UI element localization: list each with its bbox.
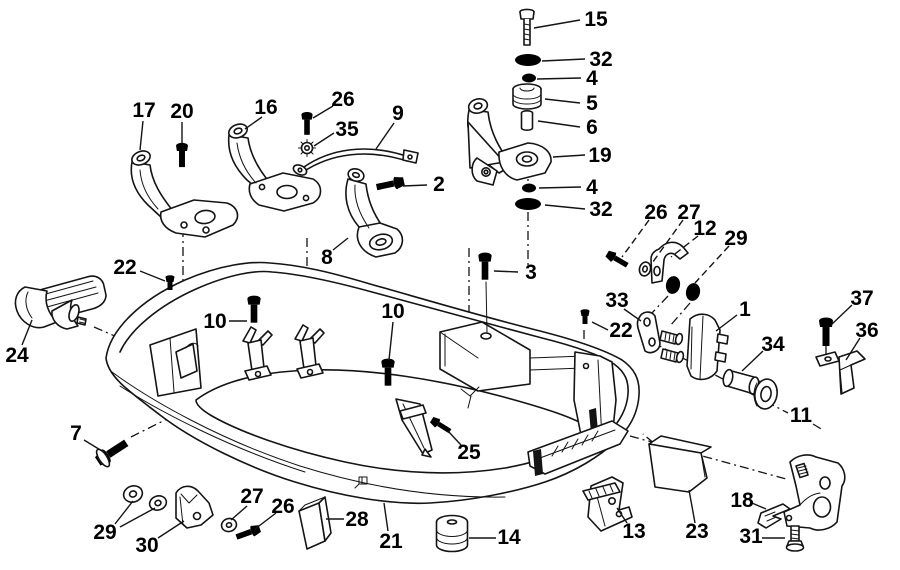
part-label-4: 4 <box>586 67 598 90</box>
part-nut-4-upper <box>522 73 536 83</box>
part-label-13: 13 <box>622 520 645 543</box>
part-label-4: 4 <box>586 176 598 199</box>
part-label-14: 14 <box>497 526 521 549</box>
part-bracket-36 <box>838 350 866 395</box>
part-grommet-11 <box>753 378 778 410</box>
part-label-12: 12 <box>693 217 716 240</box>
part-bracket-8 <box>345 167 404 258</box>
part-label-15: 15 <box>584 8 608 31</box>
part-bolt-2 <box>375 175 406 194</box>
part-label-10: 10 <box>381 300 404 323</box>
part-pad-28 <box>298 496 332 550</box>
part-bracket-16 <box>227 123 322 212</box>
part-screw-31 <box>785 525 805 552</box>
part-clamp-12 <box>650 241 689 284</box>
part-wedge-23 <box>648 435 712 493</box>
part-label-26: 26 <box>644 201 667 224</box>
part-label-6: 6 <box>586 116 598 139</box>
part-label-30: 30 <box>135 534 158 557</box>
part-label-34: 34 <box>761 333 785 356</box>
part-label-22: 22 <box>113 256 136 279</box>
part-nut-4-lower <box>522 183 536 193</box>
part-label-37: 37 <box>850 287 873 310</box>
part-label-33: 33 <box>605 289 628 312</box>
part-grommets-29-right <box>664 274 702 303</box>
part-label-16: 16 <box>254 96 277 119</box>
part-label-28: 28 <box>345 508 369 531</box>
part-label-27: 27 <box>677 201 700 224</box>
part-label-1: 1 <box>739 298 751 321</box>
part-spacer-6 <box>520 110 534 131</box>
part-grommet-14 <box>435 514 469 553</box>
part-label-36: 36 <box>855 319 878 342</box>
part-label-3: 3 <box>525 261 537 284</box>
part-bracket-17 <box>130 150 239 238</box>
part-clamp-bracket-right <box>783 454 846 531</box>
part-washers-29-bottom <box>122 485 168 511</box>
part-label-5: 5 <box>586 92 598 115</box>
part-label-26: 26 <box>271 495 294 518</box>
leader-lines <box>21 19 861 539</box>
dashed-leader-lines <box>621 219 730 284</box>
part-label-20: 20 <box>170 100 193 123</box>
part-bolt-26-top <box>301 112 313 135</box>
part-washer-27-right <box>638 261 652 277</box>
part-label-2: 2 <box>433 173 445 196</box>
part-bolt-20 <box>176 142 188 168</box>
part-bracket-19 <box>467 98 552 186</box>
part-label-32: 32 <box>589 198 612 221</box>
lower-cover-tray <box>105 261 640 505</box>
part-label-24: 24 <box>5 344 29 367</box>
part-label-11: 11 <box>790 404 813 427</box>
part-bushing-34 <box>722 368 769 395</box>
part-label-21: 21 <box>379 530 403 553</box>
part-label-27: 27 <box>240 485 263 508</box>
part-label-19: 19 <box>588 144 611 167</box>
part-mount-5 <box>512 83 542 110</box>
part-washer-27-bottom <box>220 517 238 533</box>
part-label-29: 29 <box>93 521 116 544</box>
part-label-23: 23 <box>685 520 708 543</box>
part-label-29: 29 <box>724 227 747 250</box>
part-bolt-26-bottom <box>234 523 262 543</box>
part-ground-strap-9 <box>292 148 419 176</box>
part-bracket-30 <box>175 485 214 529</box>
part-rubber-mount-24 <box>14 275 107 330</box>
part-bolt-7 <box>93 436 131 468</box>
part-bolt-15 <box>519 8 535 46</box>
part-label-9: 9 <box>392 102 404 125</box>
part-hatched-block <box>582 482 621 501</box>
part-label-8: 8 <box>321 246 333 269</box>
part-label-17: 17 <box>132 99 155 122</box>
part-clip-18 <box>757 503 791 529</box>
part-label-10: 10 <box>203 310 226 333</box>
part-washer-32-lower <box>515 198 541 210</box>
part-plug-22-right <box>580 309 590 324</box>
part-label-22: 22 <box>609 319 632 342</box>
part-label-32: 32 <box>589 48 612 71</box>
part-label-7: 7 <box>70 422 82 445</box>
part-bolt-37 <box>815 317 840 367</box>
part-washer-32-upper <box>515 54 541 66</box>
part-bolt-3 <box>478 252 492 280</box>
part-connector-1 <box>686 313 729 381</box>
part-label-26: 26 <box>331 88 354 111</box>
part-label-31: 31 <box>739 525 763 548</box>
part-label-25: 25 <box>457 441 481 464</box>
part-terminal-studs <box>659 330 685 364</box>
part-plate-33 <box>636 311 661 354</box>
part-star-washer-35 <box>298 139 316 157</box>
part-label-18: 18 <box>730 489 754 512</box>
part-label-35: 35 <box>335 118 359 141</box>
